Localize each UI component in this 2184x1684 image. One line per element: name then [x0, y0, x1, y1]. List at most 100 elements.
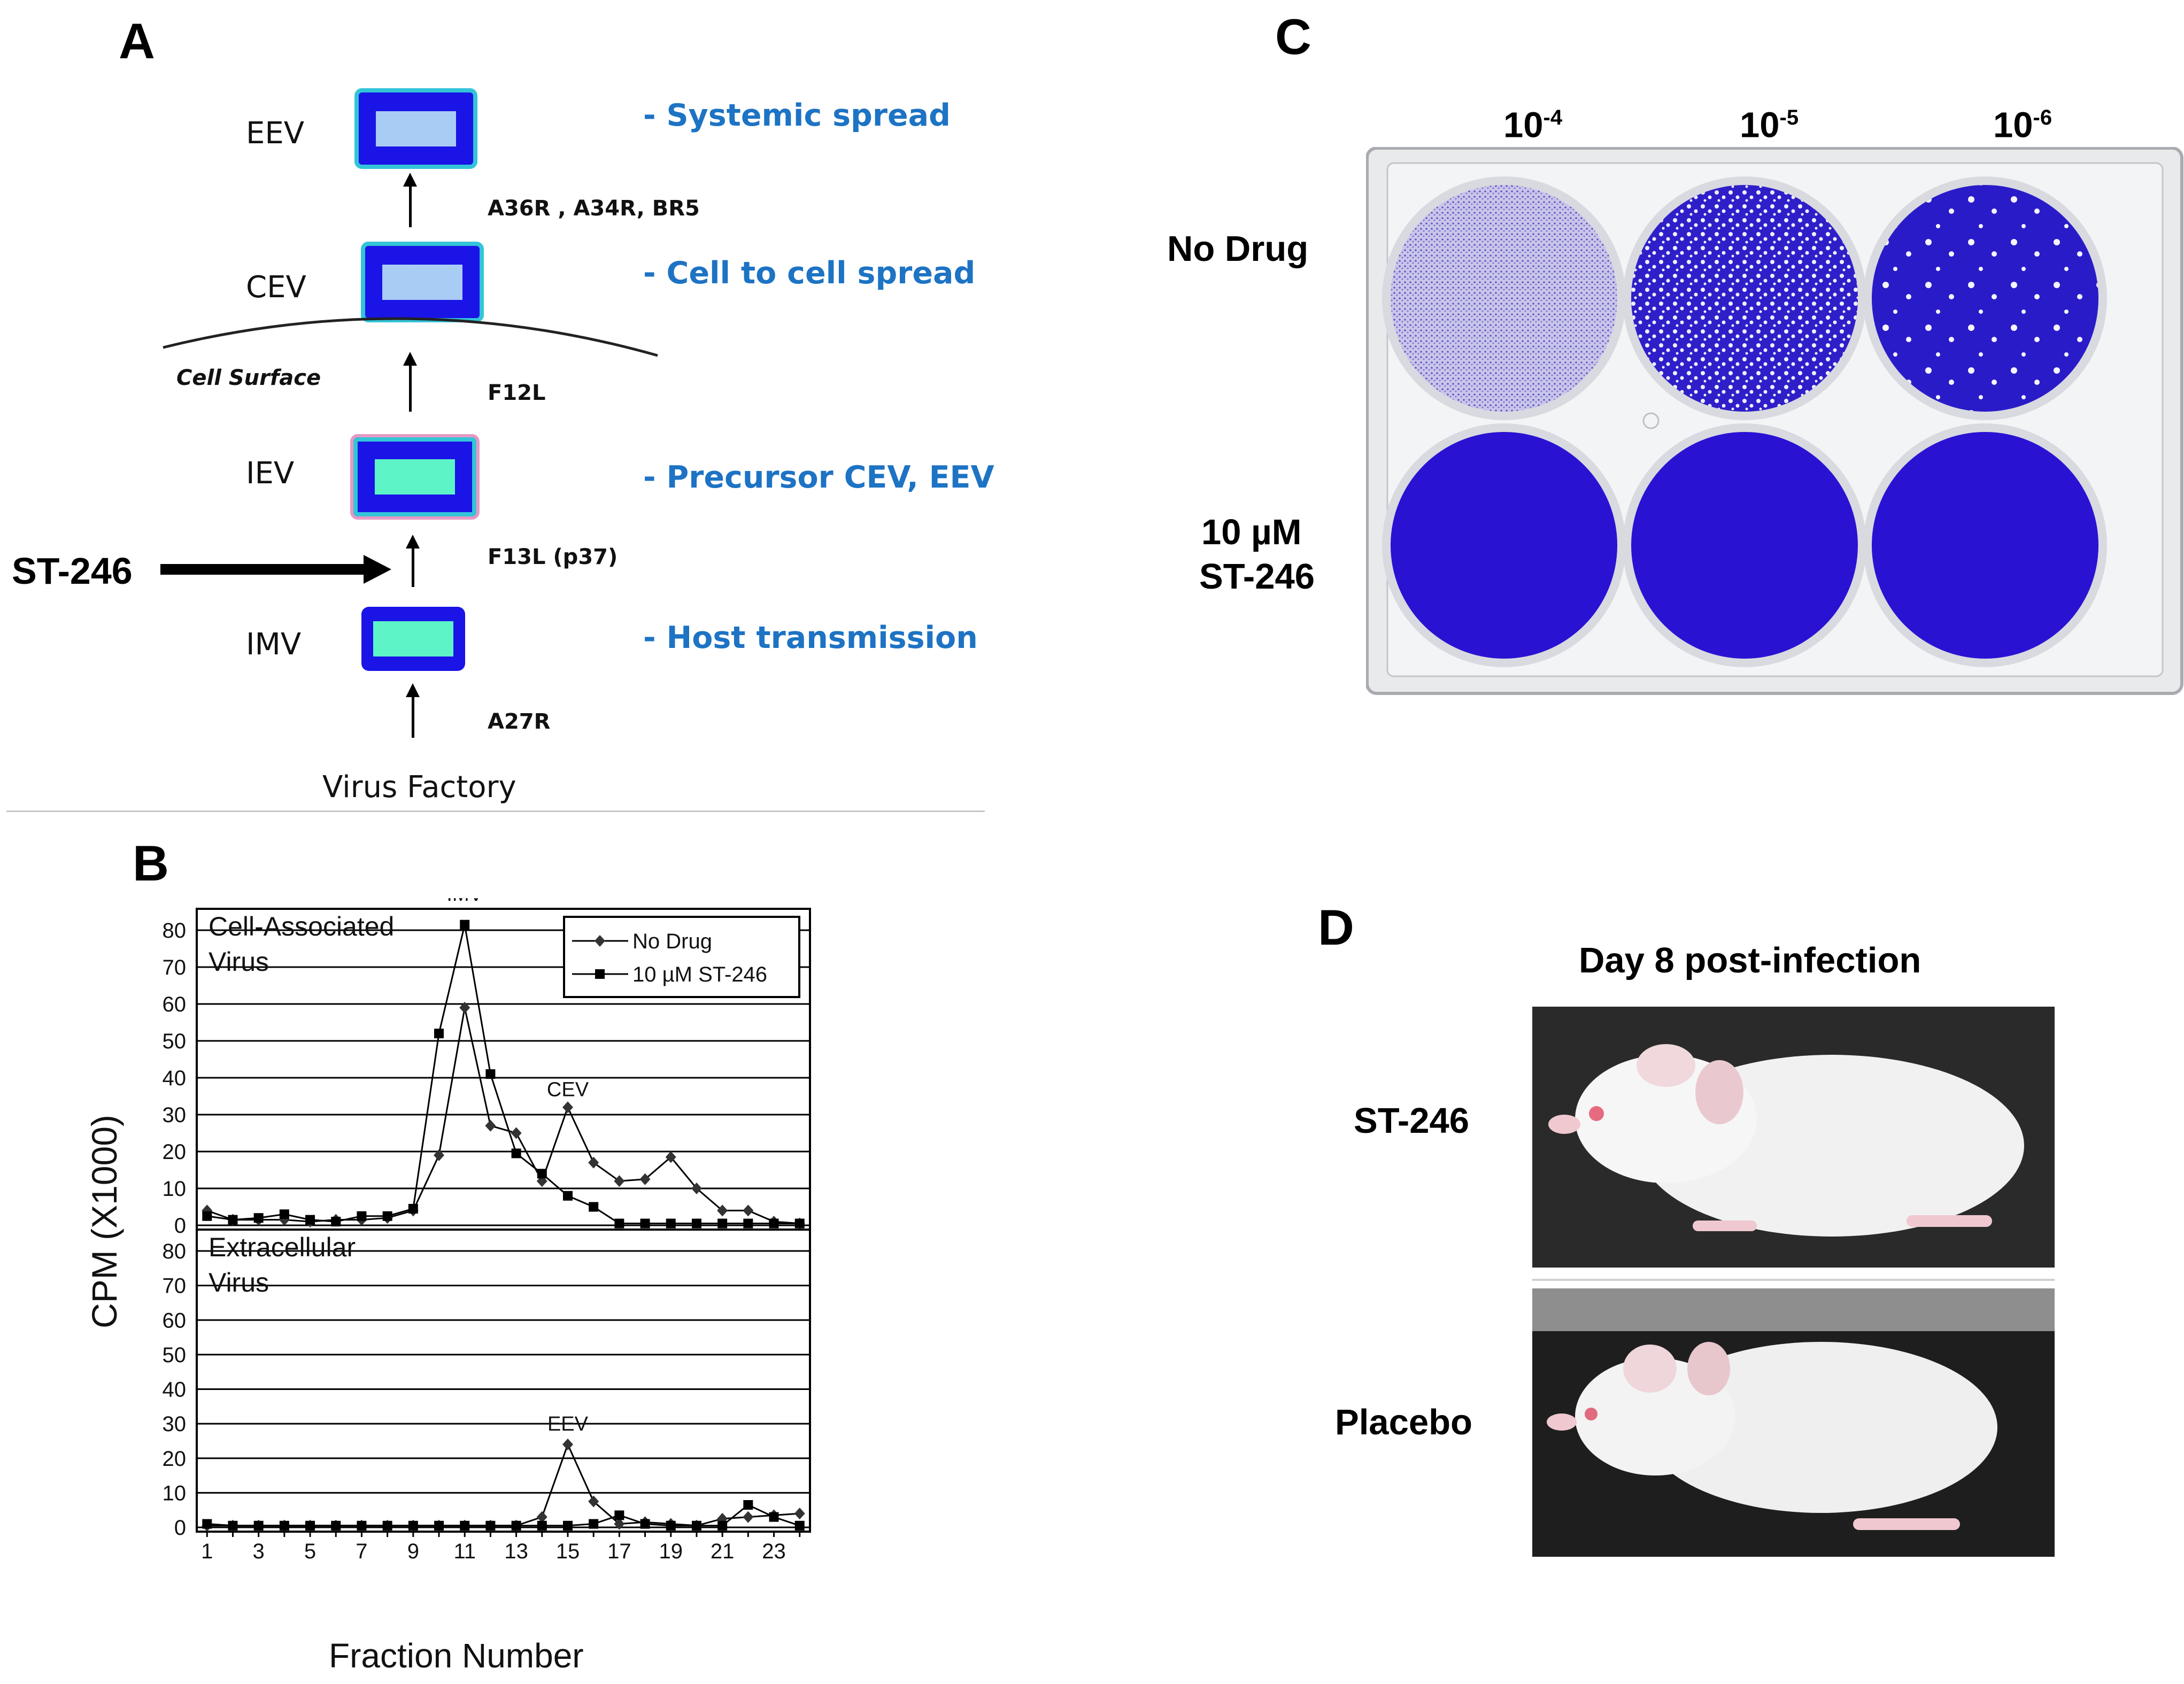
stage-label-cev: CEV: [246, 270, 306, 305]
fraction-chart: 01020304050607080Cell-AssociatedVirusIMV…: [163, 898, 811, 1563]
data-point: [614, 1518, 625, 1530]
x-tick-label: 21: [711, 1540, 735, 1563]
arrow-icon: [406, 535, 420, 587]
y-tick-label: 60: [163, 1309, 187, 1332]
x-tick-label: 23: [762, 1540, 786, 1563]
data-point: [743, 1500, 753, 1510]
data-point: [743, 1511, 754, 1523]
chart-xlabel: Fraction Number: [329, 1636, 584, 1675]
data-point: [536, 1511, 547, 1523]
data-point: [331, 1520, 341, 1531]
data-point: [537, 1169, 547, 1179]
data-point: [769, 1512, 779, 1522]
gene-a27r: A27R: [488, 709, 551, 734]
data-point: [279, 1214, 290, 1226]
row-label-treated-line2: ST-246: [1199, 557, 1315, 597]
x-tick-label: 19: [659, 1540, 683, 1563]
data-point: [434, 1149, 445, 1161]
row-label-treated-line1: 10 µM: [1201, 512, 1302, 552]
subplot-title: Virus: [209, 1268, 269, 1297]
data-point: [485, 1520, 496, 1531]
legend-label: 10 µM ST-246: [632, 963, 767, 986]
virus-factory-label: Virus Factory: [322, 770, 516, 805]
data-point: [537, 1520, 547, 1531]
data-point: [640, 1218, 650, 1229]
x-tick-label: 11: [453, 1540, 476, 1563]
data-point: [460, 920, 470, 930]
data-point: [717, 1520, 728, 1531]
data-point: [228, 1520, 238, 1531]
arrow-icon: [406, 683, 420, 738]
data-point: [562, 1191, 573, 1201]
legend-marker: [595, 935, 605, 947]
y-tick-label: 80: [163, 919, 187, 943]
data-point: [691, 1183, 702, 1194]
y-tick-label: 60: [163, 993, 187, 1016]
imv-virion-icon: [361, 607, 465, 671]
data-point: [717, 1204, 728, 1217]
subplot-title: Extracellular: [209, 1232, 356, 1262]
row-label-st246: ST-246: [1354, 1101, 1470, 1141]
y-tick-label: 70: [163, 1274, 187, 1298]
data-point: [202, 1211, 212, 1221]
x-tick-label: 1: [201, 1540, 213, 1563]
row-label-no-drug: No Drug: [1167, 229, 1309, 269]
x-tick-label: 3: [253, 1540, 265, 1563]
plaque-assay-plate: [1366, 147, 2183, 695]
peak-annotation: IMV: [446, 898, 483, 906]
panel-d-title: Day 8 post-infection: [1579, 940, 1921, 980]
y-tick-label: 30: [163, 1412, 187, 1436]
data-point: [460, 1520, 470, 1531]
data-point: [794, 1508, 805, 1520]
data-point: [562, 1101, 573, 1114]
peak-annotation: CEV: [547, 1079, 589, 1101]
eev-virion-icon: [354, 88, 477, 169]
data-point: [691, 1520, 701, 1531]
data-point: [305, 1520, 315, 1531]
subplot-title: Virus: [209, 947, 269, 977]
y-tick-label: 70: [163, 956, 187, 979]
data-point: [743, 1204, 754, 1217]
series-line: [207, 1442, 800, 1527]
y-tick-label: 20: [163, 1140, 187, 1164]
data-point: [357, 1211, 367, 1221]
x-tick-label: 15: [556, 1540, 580, 1563]
data-point: [408, 1520, 418, 1531]
data-point: [666, 1520, 676, 1531]
data-point: [305, 1215, 315, 1225]
iev-virion-icon: [350, 434, 480, 520]
x-tick-label: 9: [407, 1540, 419, 1563]
data-point: [357, 1520, 367, 1531]
data-point: [434, 1520, 444, 1531]
data-point: [588, 1495, 599, 1508]
legend-label: No Drug: [632, 930, 712, 953]
data-point: [588, 1156, 599, 1169]
data-point: [691, 1218, 701, 1229]
data-point: [253, 1520, 264, 1531]
y-tick-label: 10: [163, 1481, 187, 1505]
y-tick-label: 0: [174, 1214, 186, 1238]
plot-frame: [196, 1229, 811, 1533]
role-precursor: - Precursor CEV, EEV: [643, 460, 994, 495]
gene-a36r: A36R , A34R, BR5: [488, 196, 700, 221]
data-point: [382, 1211, 392, 1221]
data-point: [640, 1519, 650, 1529]
gene-f12l: F12L: [488, 381, 546, 405]
cev-virion-icon: [361, 242, 484, 322]
data-point: [485, 1069, 496, 1079]
stage-label-imv: IMV: [246, 627, 302, 662]
panel-divider: [6, 810, 985, 812]
data-point: [485, 1119, 496, 1132]
data-point: [562, 1438, 573, 1450]
cell-surface-curve: [163, 317, 658, 357]
gene-f13l: F13L (p37): [488, 545, 618, 569]
dilution-header: 10-4: [1503, 105, 1563, 145]
data-point: [511, 1127, 522, 1139]
data-point: [331, 1217, 341, 1227]
subplot-title: Cell-Associated: [209, 911, 394, 941]
mouse-photo-st246: [1532, 1007, 2055, 1268]
y-tick-label: 40: [163, 1378, 187, 1402]
data-point: [279, 1520, 289, 1531]
y-tick-label: 10: [163, 1177, 187, 1201]
arrow-icon: [403, 352, 417, 412]
